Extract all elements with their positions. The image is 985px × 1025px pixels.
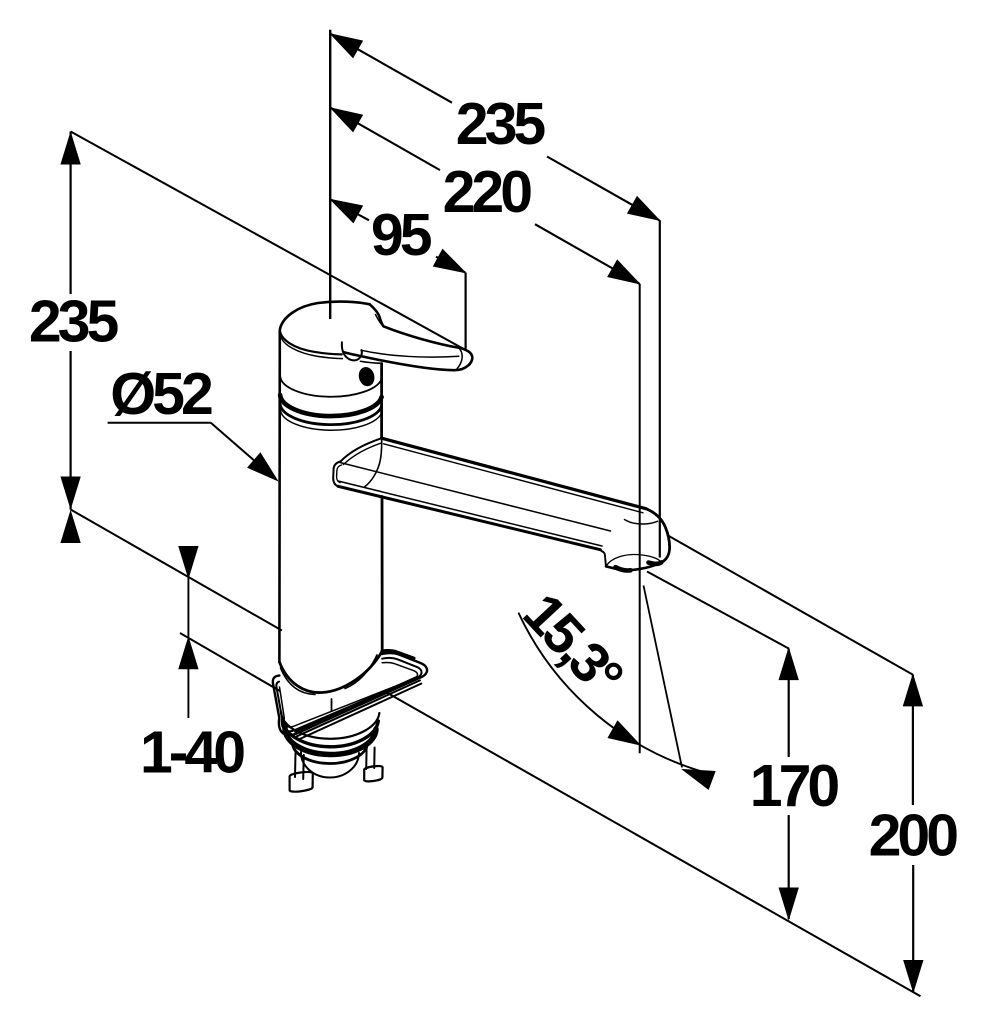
svg-text:95: 95 [371,202,432,268]
svg-text:235: 235 [456,91,546,157]
svg-text:235: 235 [29,289,119,355]
svg-text:Ø52: Ø52 [110,361,212,427]
svg-text:170: 170 [750,753,839,819]
svg-text:220: 220 [443,159,532,225]
svg-text:200: 200 [869,803,958,869]
svg-text:1-40: 1-40 [140,719,244,785]
